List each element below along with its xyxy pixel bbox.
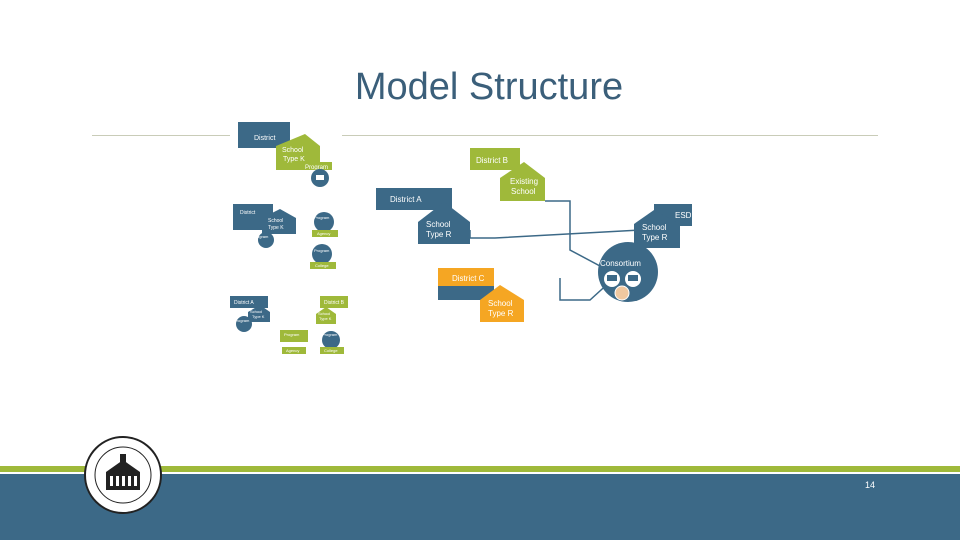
bot-program-agency-box — [280, 330, 308, 342]
school-type-r-right-house — [634, 210, 680, 248]
bot-program-left-label: Program — [234, 318, 250, 323]
bot-program-college-circle — [322, 331, 340, 349]
district-a-label: District A — [390, 195, 422, 204]
mid-program-bottom-label: Program — [314, 248, 330, 253]
consortium-bus-right-glyph — [628, 275, 638, 281]
bot-school-left-line1: School — [250, 309, 262, 314]
mid-agency-label: Agency — [317, 231, 330, 236]
mid-district-label: District — [240, 210, 256, 216]
mid-school-line1: School — [268, 218, 283, 224]
district-c-label: District C — [452, 274, 485, 283]
district-b-label: District B — [476, 156, 508, 165]
bot-district-a-label: District A — [234, 300, 254, 306]
school-type-r-bottom-line1: School — [488, 299, 513, 308]
small-top-district-label: District — [254, 135, 275, 142]
mid-program-left-label: Program — [253, 234, 269, 239]
mid-school-line2: Type K — [268, 225, 284, 231]
small-top-bus-icon — [316, 175, 324, 180]
bot-district-a-box — [230, 296, 268, 308]
school-type-r-right-line2: Type R — [642, 233, 668, 242]
small-top-district-box — [238, 122, 290, 148]
mid-school-house — [262, 209, 296, 234]
mid-college-box — [310, 262, 336, 269]
mid-program-bottom-circle — [312, 244, 332, 264]
bot-school-left-house — [248, 305, 270, 322]
bot-school-right-line1: School — [318, 311, 330, 316]
consortium-circle — [598, 242, 658, 302]
consortium-bus-left-glyph — [607, 275, 617, 281]
district-b-box — [470, 148, 520, 170]
school-type-r-right-line1: School — [642, 223, 667, 232]
main-diagram: District B Existing School District A Sc… — [376, 148, 692, 322]
existing-school-line1: Existing — [510, 177, 538, 186]
bot-district-b-box — [320, 296, 348, 308]
small-top-school-house — [276, 134, 320, 170]
title-rule-right — [342, 135, 878, 136]
school-type-r-bottom-house — [480, 285, 524, 322]
small-top-school-line1: School — [282, 147, 304, 154]
district-a-box — [376, 188, 452, 210]
small-top-school-line2: Type K — [283, 156, 305, 163]
existing-school-house — [500, 162, 545, 201]
mid-program-right-circle — [314, 212, 334, 232]
bot-school-right-house — [316, 307, 336, 324]
slide-title: Model Structure — [354, 66, 624, 108]
bot-college-label: College — [324, 348, 338, 353]
consortium-label: Consortium — [600, 259, 641, 268]
mid-agency-box — [312, 230, 338, 237]
school-type-r-left-house — [418, 202, 470, 244]
bot-program-college-label: Program — [322, 332, 338, 337]
district-c-bar — [438, 286, 494, 300]
bot-agency-label: Agency — [286, 348, 299, 353]
small-diagram-top: District School Type K Program — [238, 122, 332, 187]
school-type-r-bottom-line2: Type R — [488, 309, 514, 318]
state-department-seal — [84, 436, 162, 514]
bot-program-left-circle — [236, 316, 252, 332]
connector-schoolr-to-esd — [469, 229, 641, 239]
bot-college-box — [320, 347, 344, 354]
small-top-program-label: Program — [305, 165, 328, 171]
existing-school-line2: School — [511, 187, 536, 196]
mid-program-left-circle — [258, 232, 274, 248]
school-type-r-left-line2: Type R — [426, 230, 452, 239]
title-rule-left — [92, 135, 230, 136]
school-type-r-left-line1: School — [426, 220, 451, 229]
footer-accent-line — [0, 466, 960, 472]
bot-district-b-label: District B — [324, 300, 345, 306]
bot-agency-box — [282, 347, 306, 354]
consortium-orange-badge — [614, 285, 630, 301]
page-number: 14 — [864, 480, 875, 490]
mid-college-label: College — [315, 263, 329, 268]
small-diagram-bottom: District A District B School Type K Scho… — [230, 296, 348, 354]
bot-school-left-line2: Type K — [252, 314, 265, 319]
bot-school-right-line2: Type K — [319, 316, 332, 321]
district-c-box — [438, 268, 494, 290]
mid-program-right-label: Program — [314, 215, 330, 220]
connector-districtc-to-consortium — [559, 278, 613, 301]
bot-program-agency-label: Program — [284, 332, 300, 337]
small-diagram-middle: District School Type K Program Program A… — [233, 204, 338, 269]
esd-label: ESD — [675, 211, 692, 220]
small-top-program-box — [302, 162, 332, 170]
